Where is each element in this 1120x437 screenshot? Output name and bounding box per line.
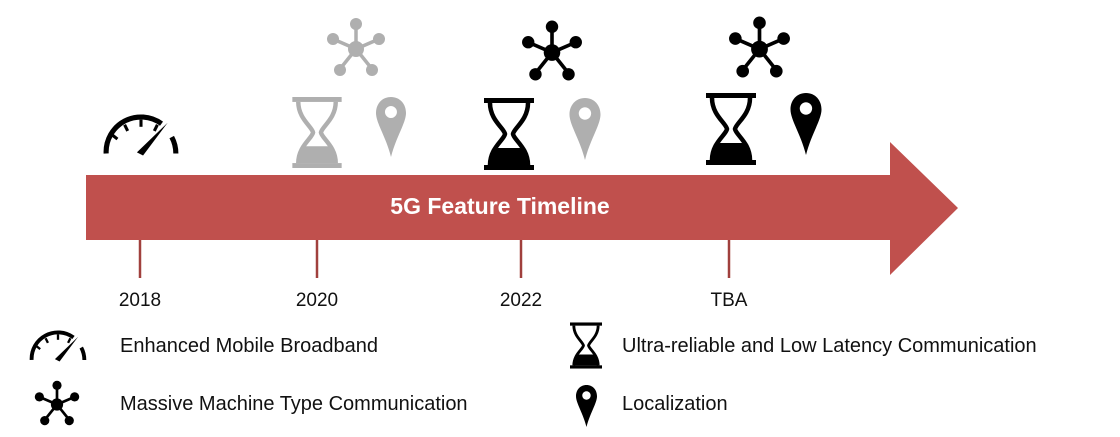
legend-location-pin-icon bbox=[576, 385, 597, 427]
network-hub-icon bbox=[326, 16, 386, 78]
year-label: 2022 bbox=[499, 290, 543, 311]
legend-label-urllc: Ultra-reliable and Low Latency Communica… bbox=[622, 335, 1037, 357]
hourglass-icon bbox=[706, 93, 756, 165]
network-hub-icon bbox=[728, 15, 791, 79]
location-pin-icon bbox=[790, 93, 822, 155]
legend-label-embb: Enhanced Mobile Broadband bbox=[120, 335, 378, 357]
timeline-arrow bbox=[86, 142, 958, 275]
legend-label-localization: Localization bbox=[622, 393, 728, 415]
hourglass-icon bbox=[484, 98, 534, 170]
speedometer-icon bbox=[106, 117, 176, 155]
legend-label-mmtc: Massive Machine Type Communication bbox=[120, 393, 468, 415]
location-pin-icon bbox=[376, 97, 406, 157]
network-hub-icon bbox=[521, 19, 583, 82]
legend-network-hub-icon bbox=[34, 380, 80, 426]
year-ticks bbox=[138, 240, 731, 278]
year-label: 2020 bbox=[295, 290, 339, 311]
hourglass-icon bbox=[292, 97, 341, 168]
legend-speedometer-icon bbox=[29, 330, 87, 362]
timeline-title: 5G Feature Timeline bbox=[390, 193, 610, 219]
legend-hourglass-icon bbox=[570, 322, 602, 369]
location-pin-icon bbox=[569, 98, 601, 160]
year-label: TBA bbox=[710, 290, 748, 311]
year-label: 2018 bbox=[118, 290, 162, 311]
